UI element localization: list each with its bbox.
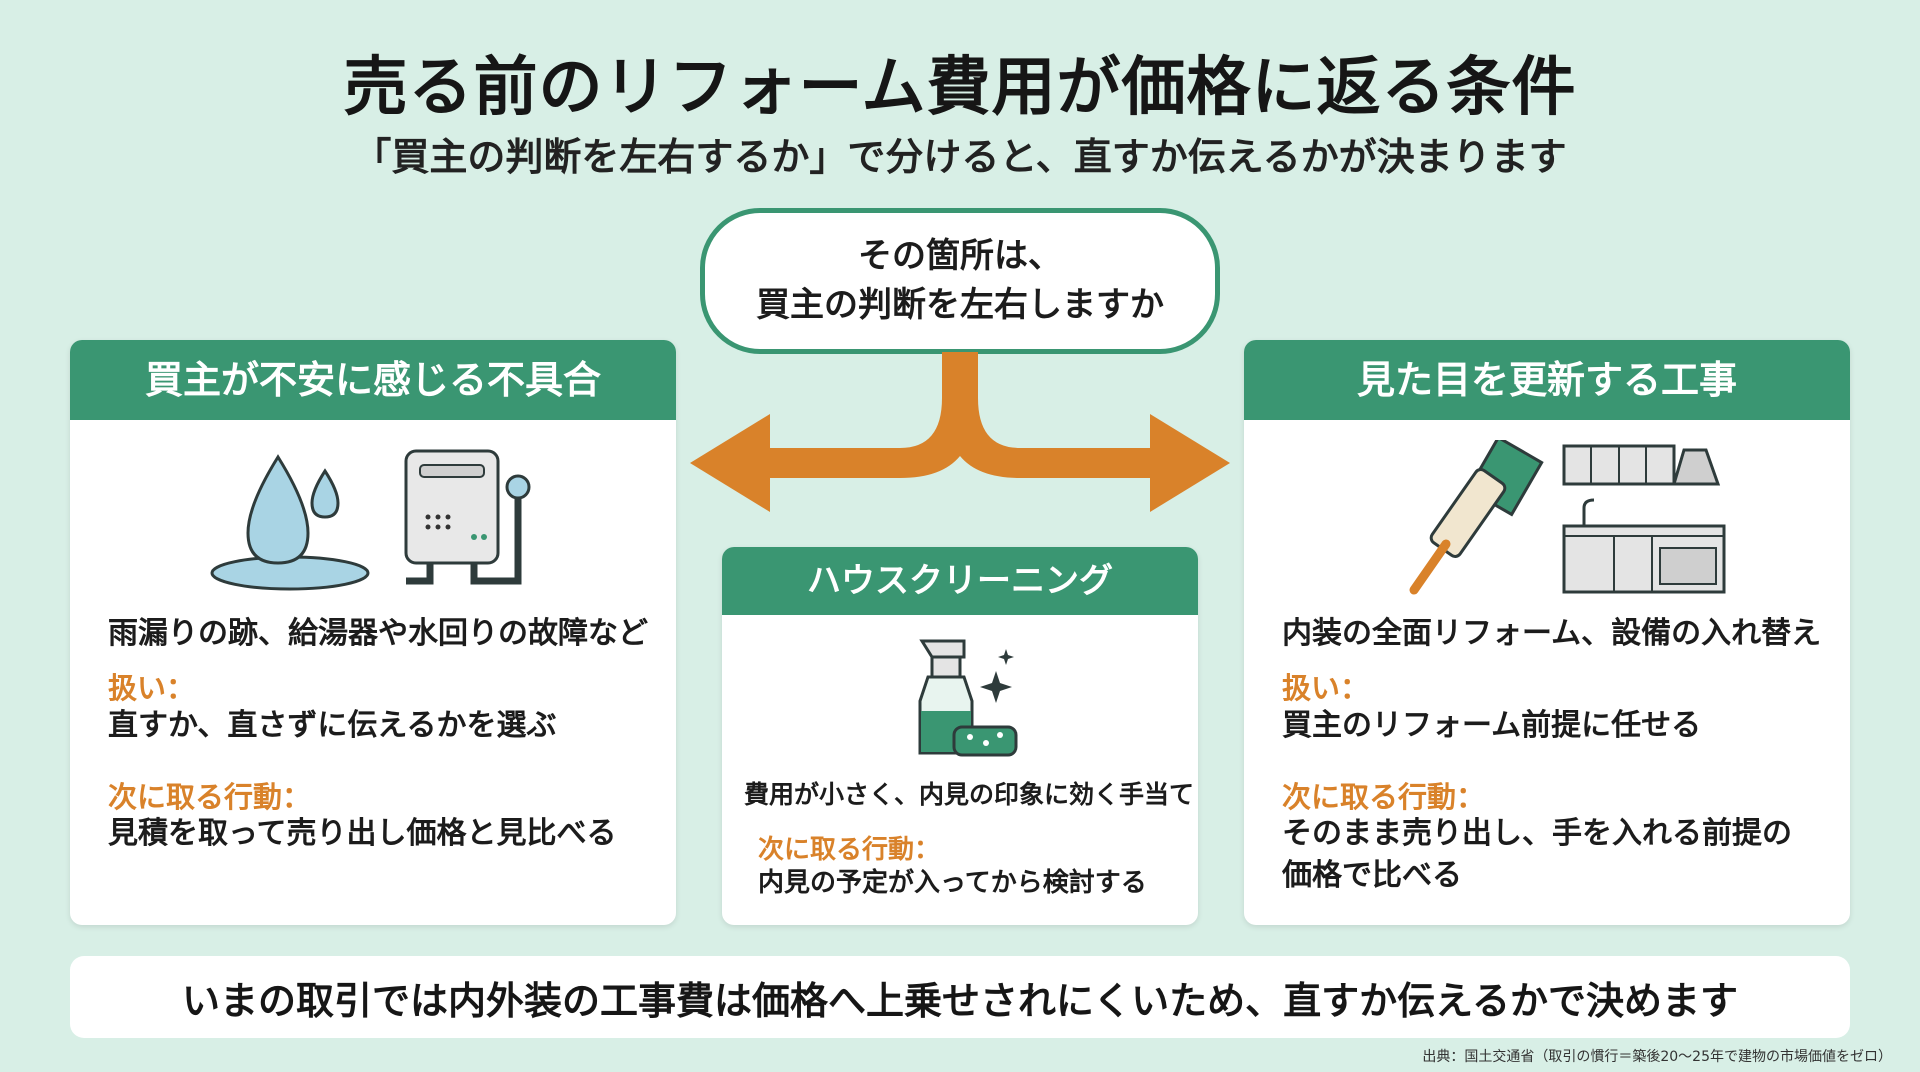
card-cosmetic-handling-value: 買主のリフォーム前提に任せる	[1282, 708, 1702, 743]
card-cleaning-header: ハウスクリーニング	[722, 547, 1198, 615]
card-cosmetic-header: 見た目を更新する工事	[1244, 340, 1850, 420]
page-subtitle: 「買主の判断を左右するか」で分けると、直すか伝えるかが決まります	[353, 135, 1567, 179]
page-title: 売る前のリフォーム費用が価格に返る条件	[343, 51, 1577, 125]
bottom-note: いまの取引では内外装の工事費は価格へ上乗せされにくいため、直すか伝えるかで決めま…	[70, 956, 1850, 1038]
card-defects-handling-value: 直すか、直さずに伝えるかを選ぶ	[108, 708, 557, 743]
kitchen-icon	[1562, 444, 1726, 594]
water-heater-icon	[404, 449, 531, 585]
question-line-1: その箇所は、	[858, 235, 1062, 276]
card-cleaning-next-value: 内見の予定が入ってから検討する	[758, 868, 1147, 898]
card-defects: 買主が不安に感じる不具合 雨漏りの跡、給湯器や水回りの故障など 扱い： 直すか、…	[70, 340, 676, 925]
card-defects-description: 雨漏りの跡、給湯器や水回りの故障など	[108, 616, 648, 651]
question-line-2: 買主の判断を左右しますか	[756, 285, 1164, 325]
card-defects-next-value: 見積を取って売り出し価格と見比べる	[108, 816, 617, 851]
card-cosmetic-next-value-2: 価格で比べる	[1282, 858, 1462, 893]
paint-roller-icon	[1409, 440, 1544, 595]
card-cosmetic-icons	[1409, 440, 1726, 595]
branch-arrow-icon	[690, 352, 1230, 512]
card-cosmetic-handling-label: 扱い：	[1282, 671, 1370, 705]
card-cosmetic-next-label: 次に取る行動：	[1282, 780, 1486, 814]
card-cleaning: ハウスクリーニング 費用が小さく、内見の印象に効く手当て 次に取る行動： 内見の…	[722, 547, 1198, 925]
card-cosmetic-description: 内装の全面リフォーム、設備の入れ替え	[1282, 616, 1822, 651]
card-defects-next-label: 次に取る行動：	[108, 780, 312, 814]
card-defects-header: 買主が不安に感じる不具合	[70, 340, 676, 420]
card-cleaning-description: 費用が小さく、内見の印象に効く手当て	[744, 780, 1195, 809]
card-cleaning-next-label: 次に取る行動：	[758, 835, 941, 865]
spray-bottle-icon	[918, 639, 1018, 757]
question-bubble: その箇所は、 買主の判断を左右しますか	[700, 208, 1220, 354]
card-defects-icons	[210, 449, 531, 591]
source-note: 出典：国土交通省（取引の慣行＝築後20〜25年で建物の市場価値をゼロ）	[1422, 1049, 1892, 1065]
card-cosmetic-next-value-1: そのまま売り出し、手を入れる前提の	[1282, 816, 1792, 851]
card-cosmetic: 見た目を更新する工事 内装の全面リフォーム、設備の入れ替え 扱い： 買主のリフォ…	[1244, 340, 1850, 925]
card-defects-handling-label: 扱い：	[108, 671, 196, 705]
water-drop-icon	[210, 454, 370, 591]
